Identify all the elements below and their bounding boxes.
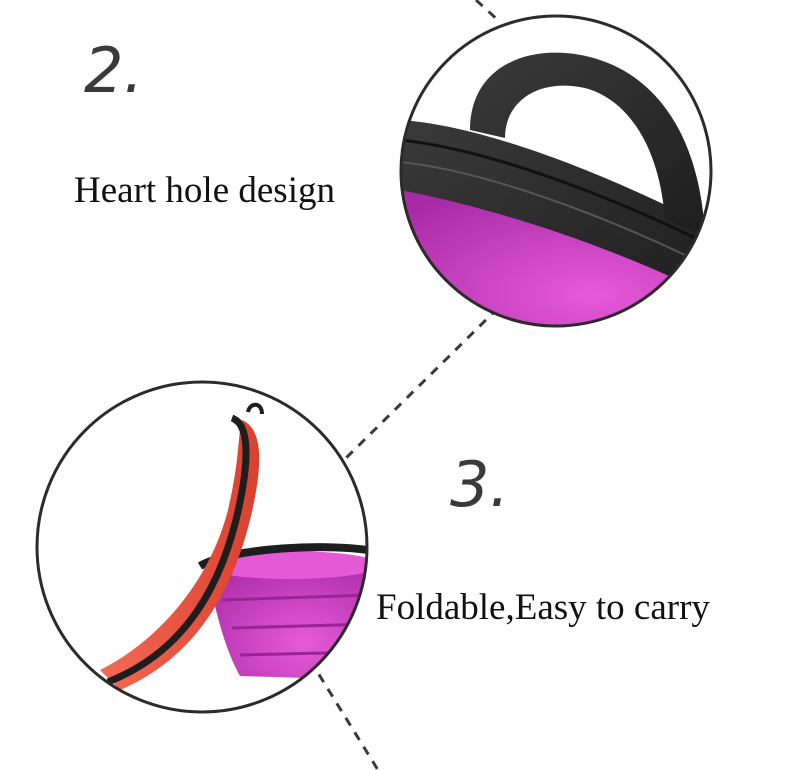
- dashed-connector: [308, 0, 502, 770]
- step-number: 3.: [450, 448, 510, 521]
- collapsible-bowl-photo: [35, 380, 369, 714]
- feature-caption: Foldable,Easy to carry: [376, 587, 710, 628]
- step-number: 2.: [84, 34, 144, 107]
- feature-caption: Heart hole design: [74, 170, 335, 211]
- heart-hole-lid-photo: [399, 14, 713, 328]
